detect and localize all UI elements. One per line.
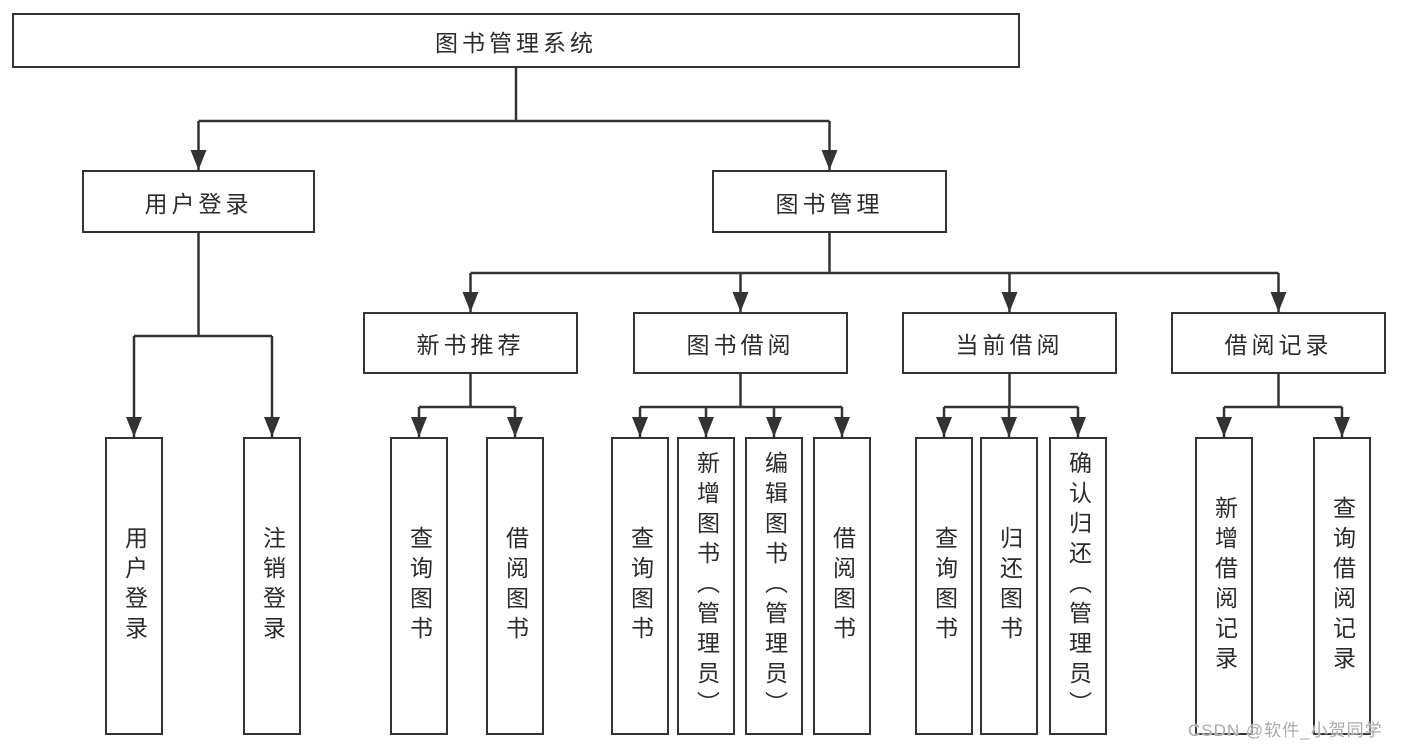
leaf-label: 新增借阅记录 [1211, 496, 1238, 676]
csdn-watermark: CSDN @软件_小贺同学 [1188, 721, 1383, 740]
leaf-label: 查询图书 [931, 526, 958, 646]
node-user-login: 用户登录 [82, 170, 315, 233]
leaf-query-books-current: 查询图书 [915, 437, 973, 735]
leaf-borrow-books-recommend: 借阅图书 [486, 437, 544, 735]
leaf-add-borrow-record: 新增借阅记录 [1195, 437, 1253, 735]
leaf-label: 借阅图书 [829, 526, 856, 646]
node-label: 图书管理 [775, 190, 884, 217]
leaf-label: 归还图书 [996, 526, 1023, 646]
leaf-label: 查询借阅记录 [1329, 496, 1356, 676]
node-label: 新书推荐 [416, 332, 525, 358]
leaf-borrow-books-borrow: 借阅图书 [813, 437, 871, 735]
node-label: 用户登录 [144, 190, 253, 217]
leaf-logout: 注销登录 [243, 437, 301, 735]
leaf-label: 编辑图书（管理员） [761, 451, 788, 721]
leaf-label: 借阅图书 [502, 526, 529, 646]
branch-trunk-lines [134, 68, 1342, 409]
leaf-label: 新增图书（管理员） [693, 451, 720, 721]
node-label: 图书管理系统 [435, 29, 597, 56]
arrow-connectors [126, 121, 1350, 437]
leaf-label: 查询图书 [627, 526, 654, 646]
leaf-add-book-admin: 新增图书（管理员） [677, 437, 735, 735]
leaf-label: 注销登录 [259, 526, 286, 646]
node-current-borrow: 当前借阅 [902, 312, 1117, 374]
leaf-label: 确认归还（管理员） [1065, 451, 1092, 721]
leaf-confirm-return-admin: 确认归还（管理员） [1049, 437, 1107, 735]
leaf-edit-book-admin: 编辑图书（管理员） [745, 437, 803, 735]
leaf-label: 用户登录 [121, 526, 148, 646]
node-label: 当前借阅 [955, 332, 1064, 358]
node-label: 借阅记录 [1224, 332, 1333, 358]
leaf-query-books-borrow: 查询图书 [611, 437, 669, 735]
leaf-query-books-recommend: 查询图书 [390, 437, 448, 735]
leaf-return-book: 归还图书 [980, 437, 1038, 735]
node-new-book-recommend: 新书推荐 [363, 312, 578, 374]
node-label: 图书借阅 [686, 332, 795, 358]
node-borrow-records: 借阅记录 [1171, 312, 1386, 374]
node-book-borrow: 图书借阅 [633, 312, 848, 374]
node-root-system: 图书管理系统 [12, 13, 1020, 68]
leaf-label: 查询图书 [406, 526, 433, 646]
leaf-query-borrow-record: 查询借阅记录 [1313, 437, 1371, 735]
leaf-user-login: 用户登录 [105, 437, 163, 735]
node-book-management: 图书管理 [712, 170, 947, 233]
